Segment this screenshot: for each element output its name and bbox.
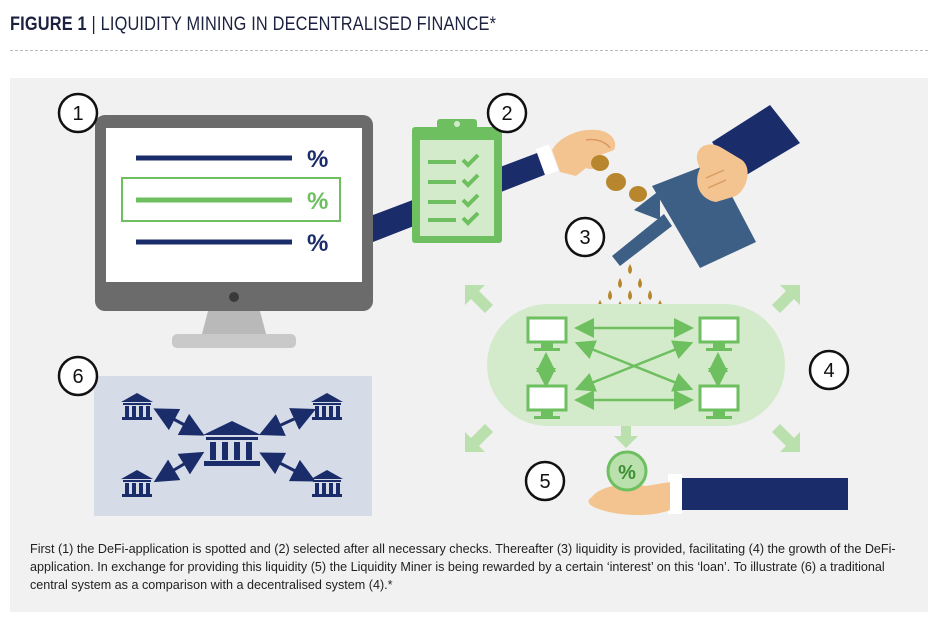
coins-illustration	[591, 155, 647, 202]
figure-caption: First (1) the DeFi-application is spotte…	[30, 542, 896, 592]
title-separator: |	[91, 14, 96, 35]
reward-percent: %	[618, 462, 636, 484]
step-circle-6: 6	[57, 355, 99, 397]
step-number-3: 3	[579, 227, 590, 249]
figure-label: FIGURE 1	[10, 14, 87, 35]
step-number-5: 5	[539, 471, 550, 493]
network-node-bottom-right	[698, 384, 740, 419]
liquidity-drops	[598, 264, 662, 311]
watering-can-illustration	[612, 105, 800, 268]
step-circle-1: 1	[57, 92, 99, 134]
monitor-illustration: % % %	[95, 115, 373, 348]
reward-coin	[606, 450, 648, 492]
step-number-1: 1	[72, 103, 83, 125]
network-node-top-right	[698, 316, 740, 351]
monitor-percent-2: %	[307, 188, 328, 215]
clipboard-illustration	[412, 119, 502, 243]
monitor-percent-1: %	[307, 146, 328, 173]
bank-icon	[311, 470, 343, 497]
step-number-6: 6	[72, 366, 83, 388]
step-circle-5: 5	[524, 460, 566, 502]
reward-illustration: %	[588, 450, 848, 516]
decentralised-network	[465, 285, 800, 452]
figure-title-text: LIQUIDITY MINING IN DECENTRALISED FINANC…	[100, 14, 497, 35]
step-number-4: 4	[823, 360, 834, 382]
bank-icon	[121, 393, 153, 420]
central-system	[94, 376, 372, 516]
step-circle-2: 2	[486, 92, 528, 134]
network-node-top-left	[526, 316, 568, 351]
central-bank-icon	[203, 421, 261, 466]
growth-arrows	[465, 285, 800, 452]
step-circle-4: 4	[808, 349, 850, 391]
title-divider	[10, 50, 928, 51]
bank-icon	[311, 393, 343, 420]
bank-icon	[121, 470, 153, 497]
step-number-2: 2	[501, 103, 512, 125]
step-circle-3: 3	[564, 216, 606, 258]
figure-title: FIGURE 1 | LIQUIDITY MINING IN DECENTRAL…	[10, 14, 496, 36]
monitor-percent-3: %	[307, 230, 328, 257]
